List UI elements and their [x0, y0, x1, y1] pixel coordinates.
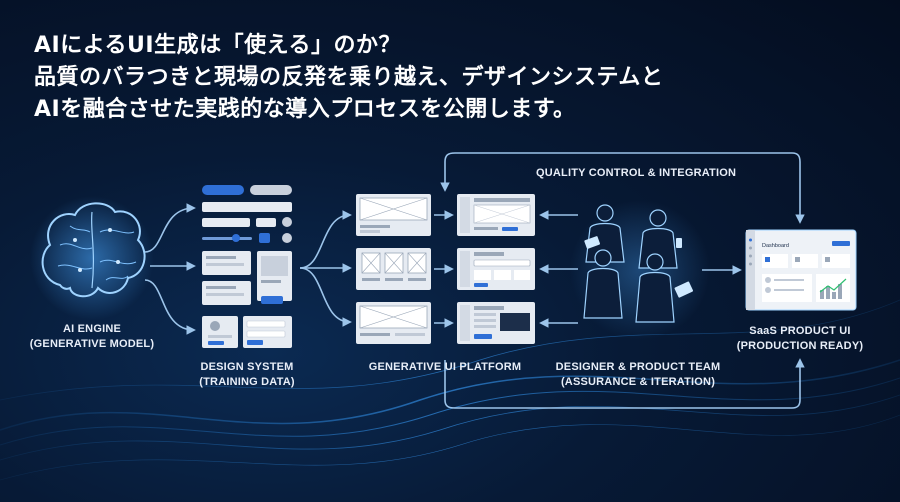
generated-ui-3 [457, 302, 535, 344]
generated-uis [457, 194, 535, 344]
team-label: DESIGNER & PRODUCT TEAM (ASSURANCE & ITE… [548, 360, 728, 390]
quality-control-loop-bottom [444, 358, 805, 409]
ai-to-design-arrows [144, 203, 196, 335]
design-system-title: DESIGN SYSTEM [200, 361, 294, 373]
product-title: SaaS PRODUCT UI [749, 325, 851, 337]
dashboard-title: Dashboard [762, 243, 789, 249]
generated-ui-1 [457, 194, 535, 236]
wireframe-3 [356, 302, 431, 344]
design-system-components [202, 185, 292, 348]
wireframe-2 [356, 248, 431, 290]
product-label: SaaS PRODUCT UI (PRODUCTION READY) [725, 324, 875, 354]
quality-control-loop-top [440, 152, 805, 224]
design-system-subtitle: (TRAINING DATA) [199, 376, 295, 388]
headline-line-1: AIによるUI生成は「使える」のか？ [34, 33, 401, 58]
design-to-platform-arrows [299, 210, 352, 327]
team-subtitle: (ASSURANCE & ITERATION) [560, 376, 716, 388]
platform-wireframes [356, 194, 431, 344]
headline-line-3: AIを融合させた実践的な導入プロセスを公開します。 [34, 97, 576, 122]
saas-product-ui: Dashboard [745, 229, 857, 311]
generated-ui-2 [457, 248, 535, 290]
ai-engine-subtitle: (GENERATIVE MODEL) [29, 338, 155, 350]
platform-title: GENERATIVE UI PLATFORM [368, 361, 522, 373]
ai-engine-label: AI ENGINE (GENERATIVE MODEL) [22, 322, 162, 352]
product-subtitle: (PRODUCTION READY) [736, 340, 864, 352]
loop-label: QUALITY CONTROL & INTEGRATION [536, 167, 737, 179]
background-waves [0, 299, 900, 481]
team-silhouettes [570, 200, 710, 340]
platform-label: GENERATIVE UI PLATFORM [365, 360, 525, 375]
wireframe-to-ui-arrows [434, 210, 454, 328]
wireframe-1 [356, 194, 431, 236]
ai-engine-title: AI ENGINE [62, 323, 122, 335]
headline-line-2: 品質のバラつきと現場の反発を乗り越え、デザインシステムと [34, 65, 664, 90]
brain-icon [30, 196, 154, 320]
team-title: DESIGNER & PRODUCT TEAM [555, 361, 721, 373]
headline: AIによるUI生成は「使える」のか？ 品質のバラつきと現場の反発を乗り越え、デザ… [34, 30, 664, 126]
design-system-label: DESIGN SYSTEM (TRAINING DATA) [172, 360, 322, 390]
